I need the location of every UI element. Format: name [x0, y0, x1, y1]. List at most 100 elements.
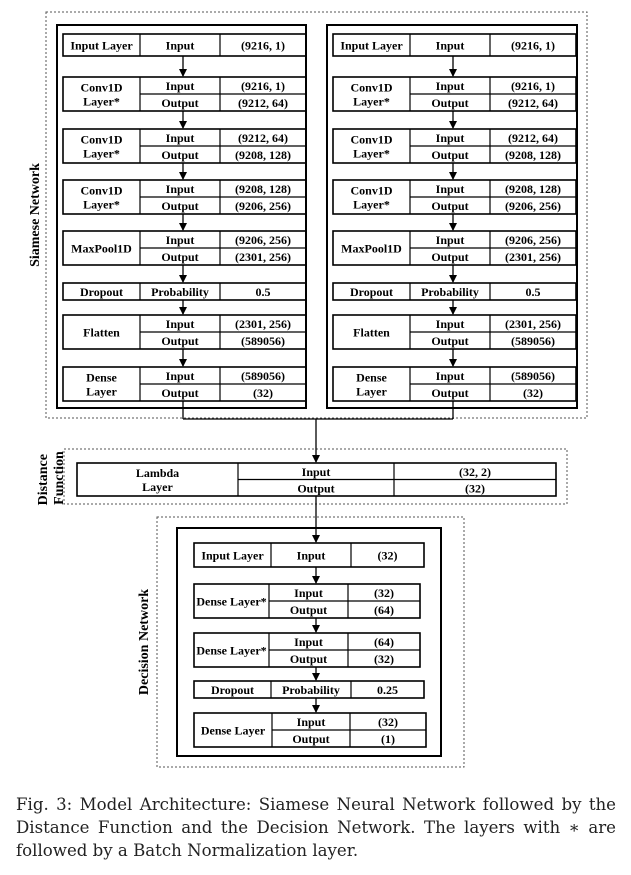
siamese-right-layer-value: (9206, 256)	[505, 199, 561, 213]
siamese-right-layer-value: (9208, 128)	[505, 148, 561, 162]
siamese-left-layer-name: Layer	[86, 385, 117, 399]
siamese-left-layer-key: Input	[166, 182, 195, 196]
decision-layer-key: Output	[292, 732, 329, 746]
siamese-right-layer-name: Flatten	[353, 326, 390, 340]
decision-layer-name: Dense Layer	[201, 724, 266, 738]
siamese-right-layer-name: Conv1D	[350, 81, 392, 95]
siamese-right-layer-value: (9212, 64)	[508, 96, 558, 110]
siamese-left-layer-value: (589056)	[241, 334, 285, 348]
siamese-right-layer-name: Input Layer	[340, 39, 403, 53]
decision-layer-value: (1)	[381, 732, 395, 746]
siamese-left-layer-name: Conv1D	[80, 133, 122, 147]
lambda-layer-key: Input	[302, 465, 331, 479]
siamese-right-layer-value: (589056)	[511, 334, 555, 348]
siamese-right-layer-key: Output	[431, 386, 468, 400]
decision-layer-value: 0.25	[377, 683, 398, 697]
siamese-right-layer-value: (9212, 64)	[508, 131, 558, 145]
siamese-left-layer-value: 0.5	[256, 285, 271, 299]
decision-layer-value: (32)	[378, 715, 398, 729]
siamese-left-layer-value: (9206, 256)	[235, 199, 291, 213]
decision-layer-value: (64)	[374, 635, 394, 649]
decision-layer-key: Input	[294, 635, 323, 649]
siamese-left-layer-value: (9216, 1)	[241, 79, 285, 93]
siamese-left-layer-name: Layer*	[83, 147, 120, 161]
siamese-left-layer-key: Output	[161, 386, 198, 400]
siamese-left-layer-name: MaxPool1D	[71, 242, 132, 256]
lambda-layer-name: Lambda	[136, 466, 179, 480]
siamese-right-layer-name: Conv1D	[350, 184, 392, 198]
siamese-right-layer-value: (589056)	[511, 369, 555, 383]
siamese-right-layer-value: (9216, 1)	[511, 79, 555, 93]
siamese-right-layer-name: Layer*	[353, 95, 390, 109]
siamese-right-layer: Flatten Input (2301, 256) Output (589056)	[332, 314, 577, 350]
decision-layer-key: Input	[294, 586, 323, 600]
siamese-right-layer-value: (9208, 128)	[505, 182, 561, 196]
siamese-left-layer-name: Flatten	[83, 326, 120, 340]
lambda-layer-name: Layer	[142, 480, 173, 494]
decision-layer-name: Dropout	[211, 683, 254, 697]
siamese-left-layer-name: Input Layer	[70, 39, 133, 53]
siamese-left-layer-key: Input	[166, 233, 195, 247]
siamese-branch-right	[326, 24, 578, 409]
siamese-right-layer-key: Input	[436, 182, 465, 196]
siamese-left-layer-key: Output	[161, 334, 198, 348]
decision-layer-key: Probability	[282, 683, 340, 697]
lambda-layer-key: Output	[297, 481, 334, 495]
siamese-right-layer-key: Input	[436, 317, 465, 331]
siamese-left-layer: Input Layer Input (9216, 1)	[62, 33, 307, 57]
siamese-right-layer-key: Output	[431, 96, 468, 110]
siamese-group-label: Siamese Network	[28, 163, 43, 267]
siamese-right-layer-value: 0.5	[526, 285, 541, 299]
decision-layer-value: (32)	[374, 586, 394, 600]
decision-layer-key: Output	[290, 603, 327, 617]
siamese-left-layer-key: Input	[166, 369, 195, 383]
decision-layer-value: (32)	[378, 549, 398, 563]
siamese-right-layer-name: Dense	[356, 371, 387, 385]
decision-group-border	[156, 516, 465, 768]
siamese-right-layer-key: Output	[431, 199, 468, 213]
siamese-right-layer-name: Layer*	[353, 147, 390, 161]
siamese-left-layer-key: Input	[166, 131, 195, 145]
siamese-left-layer-name: Layer*	[83, 198, 120, 212]
decision-layer-value: (32)	[374, 652, 394, 666]
siamese-right-layer-name: Layer*	[353, 198, 390, 212]
siamese-left-layer-key: Probability	[151, 285, 209, 299]
distance-group-label-line-1: Distance	[36, 454, 51, 505]
siamese-left-layer-key: Input	[166, 317, 195, 331]
siamese-left-layer-name: Conv1D	[80, 81, 122, 95]
siamese-right-layer-key: Input	[436, 131, 465, 145]
siamese-left-layer-value: (9206, 256)	[235, 233, 291, 247]
siamese-left-layer-name: Dense	[86, 371, 117, 385]
siamese-left-layer: MaxPool1D Input (9206, 256) Output (2301, 25…	[62, 230, 307, 266]
decision-layer-name: Dense Layer*	[196, 595, 266, 609]
siamese-right-layer-key: Input	[436, 79, 465, 93]
siamese-left-layer-value: (32)	[253, 386, 273, 400]
siamese-right-layer-key: Probability	[421, 285, 479, 299]
decision-layer-name: Dense Layer*	[196, 644, 266, 658]
siamese-left-layer-value: (9212, 64)	[238, 96, 288, 110]
siamese-right-layer-key: Output	[431, 334, 468, 348]
siamese-left-layer-value: (9216, 1)	[241, 39, 285, 53]
siamese-left-layer-box	[62, 282, 307, 301]
decision-group-label: Decision Network	[137, 589, 152, 695]
siamese-left-layer-value: (2301, 256)	[235, 250, 291, 264]
siamese-right-layer-value: (2301, 256)	[505, 317, 561, 331]
siamese-left-layer-key: Output	[161, 250, 198, 264]
siamese-left-layer-key: Input	[166, 39, 195, 53]
decision-layer-box	[193, 542, 425, 568]
distance-group-label: Distance Function	[36, 451, 67, 506]
siamese-group-border	[45, 11, 588, 419]
siamese-left-layer-value: (9208, 128)	[235, 148, 291, 162]
